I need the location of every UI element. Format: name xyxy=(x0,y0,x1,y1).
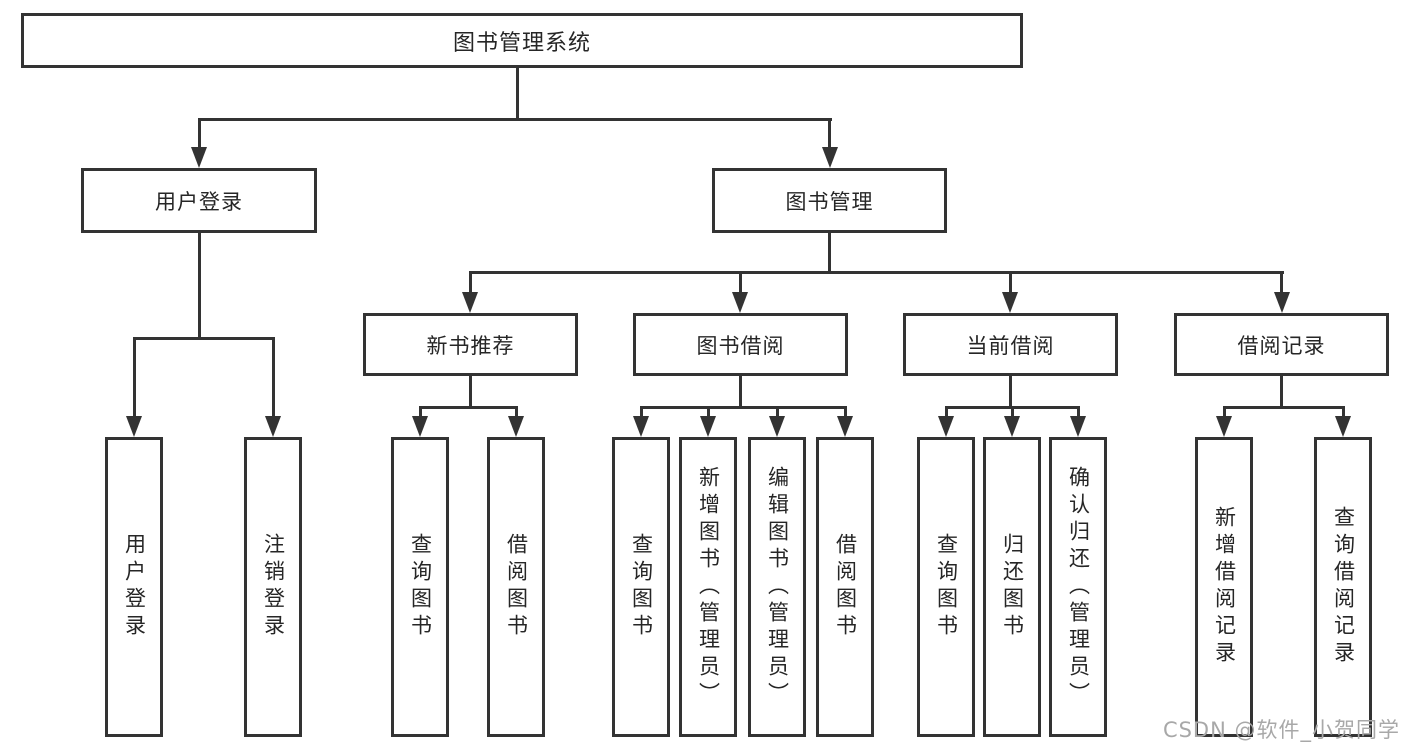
connector-line xyxy=(844,408,847,418)
connector-line xyxy=(1280,273,1283,294)
connector-line xyxy=(198,120,201,149)
arrow-down-icon xyxy=(1002,292,1018,313)
arrow-down-icon xyxy=(508,416,524,437)
leaf-borrowing-borrow-books: 借阅图书 xyxy=(816,437,874,737)
leaf-records-query-record: 查询借阅记录 xyxy=(1314,437,1372,737)
connector-line xyxy=(1009,273,1012,294)
connector-line xyxy=(1223,408,1226,418)
node-borrowing-records: 借阅记录 xyxy=(1174,313,1389,376)
connector-line xyxy=(739,376,742,406)
connector-line xyxy=(515,408,518,418)
arrow-down-icon xyxy=(462,292,478,313)
arrow-down-icon xyxy=(1274,292,1290,313)
arrow-down-icon xyxy=(1070,416,1086,437)
connector-line xyxy=(739,273,742,294)
arrow-down-icon xyxy=(938,416,954,437)
connector-line xyxy=(419,406,518,409)
arrow-down-icon xyxy=(837,416,853,437)
leaf-borrowing-add-books-admin: 新增图书（管理员） xyxy=(679,437,737,737)
connector-line xyxy=(1009,376,1012,406)
arrow-down-icon xyxy=(412,416,428,437)
arrow-down-icon xyxy=(1335,416,1351,437)
connector-line xyxy=(1077,408,1080,418)
arrow-down-icon xyxy=(769,416,785,437)
leaf-recommend-query-books: 查询图书 xyxy=(391,437,449,737)
connector-line xyxy=(1342,408,1345,418)
arrow-down-icon xyxy=(700,416,716,437)
node-library-system: 图书管理系统 xyxy=(21,13,1023,68)
leaf-borrowing-query-books: 查询图书 xyxy=(612,437,670,737)
connector-line xyxy=(133,337,275,340)
connector-line xyxy=(945,406,1080,409)
connector-line xyxy=(469,376,472,406)
node-user-login: 用户登录 xyxy=(81,168,317,233)
leaf-current-confirm-return-admin: 确认归还（管理员） xyxy=(1049,437,1107,737)
connector-line xyxy=(1280,376,1283,406)
connector-line xyxy=(516,68,519,120)
node-new-book-recommend: 新书推荐 xyxy=(363,313,578,376)
arrow-down-icon xyxy=(732,292,748,313)
connector-line xyxy=(1223,406,1345,409)
connector-line xyxy=(828,120,831,149)
connector-line xyxy=(469,271,1284,274)
leaf-current-query-books: 查询图书 xyxy=(917,437,975,737)
node-book-management: 图书管理 xyxy=(712,168,947,233)
leaf-records-add-record: 新增借阅记录 xyxy=(1195,437,1253,737)
connector-line xyxy=(469,273,472,294)
connector-line xyxy=(640,408,643,418)
connector-line xyxy=(272,339,275,418)
arrow-down-icon xyxy=(633,416,649,437)
arrow-down-icon xyxy=(822,147,838,168)
connector-line xyxy=(776,408,779,418)
connector-line xyxy=(198,233,201,337)
connector-line xyxy=(828,233,831,271)
connector-line xyxy=(419,408,422,418)
arrow-down-icon xyxy=(126,416,142,437)
node-book-borrowing: 图书借阅 xyxy=(633,313,848,376)
leaf-logout-login: 注销登录 xyxy=(244,437,302,737)
node-current-borrowing: 当前借阅 xyxy=(903,313,1118,376)
leaf-borrowing-edit-books-admin: 编辑图书（管理员） xyxy=(748,437,806,737)
connector-line xyxy=(945,408,948,418)
connector-line xyxy=(1011,408,1014,418)
connector-line xyxy=(707,408,710,418)
arrow-down-icon xyxy=(265,416,281,437)
leaf-recommend-borrow-books: 借阅图书 xyxy=(487,437,545,737)
connector-line xyxy=(198,118,832,121)
connector-line xyxy=(133,339,136,418)
leaf-current-return-books: 归还图书 xyxy=(983,437,1041,737)
watermark: CSDN @软件_小贺同学 xyxy=(1162,718,1400,742)
arrow-down-icon xyxy=(191,147,207,168)
connector-line xyxy=(640,406,847,409)
arrow-down-icon xyxy=(1004,416,1020,437)
leaf-user-login: 用户登录 xyxy=(105,437,163,737)
arrow-down-icon xyxy=(1216,416,1232,437)
